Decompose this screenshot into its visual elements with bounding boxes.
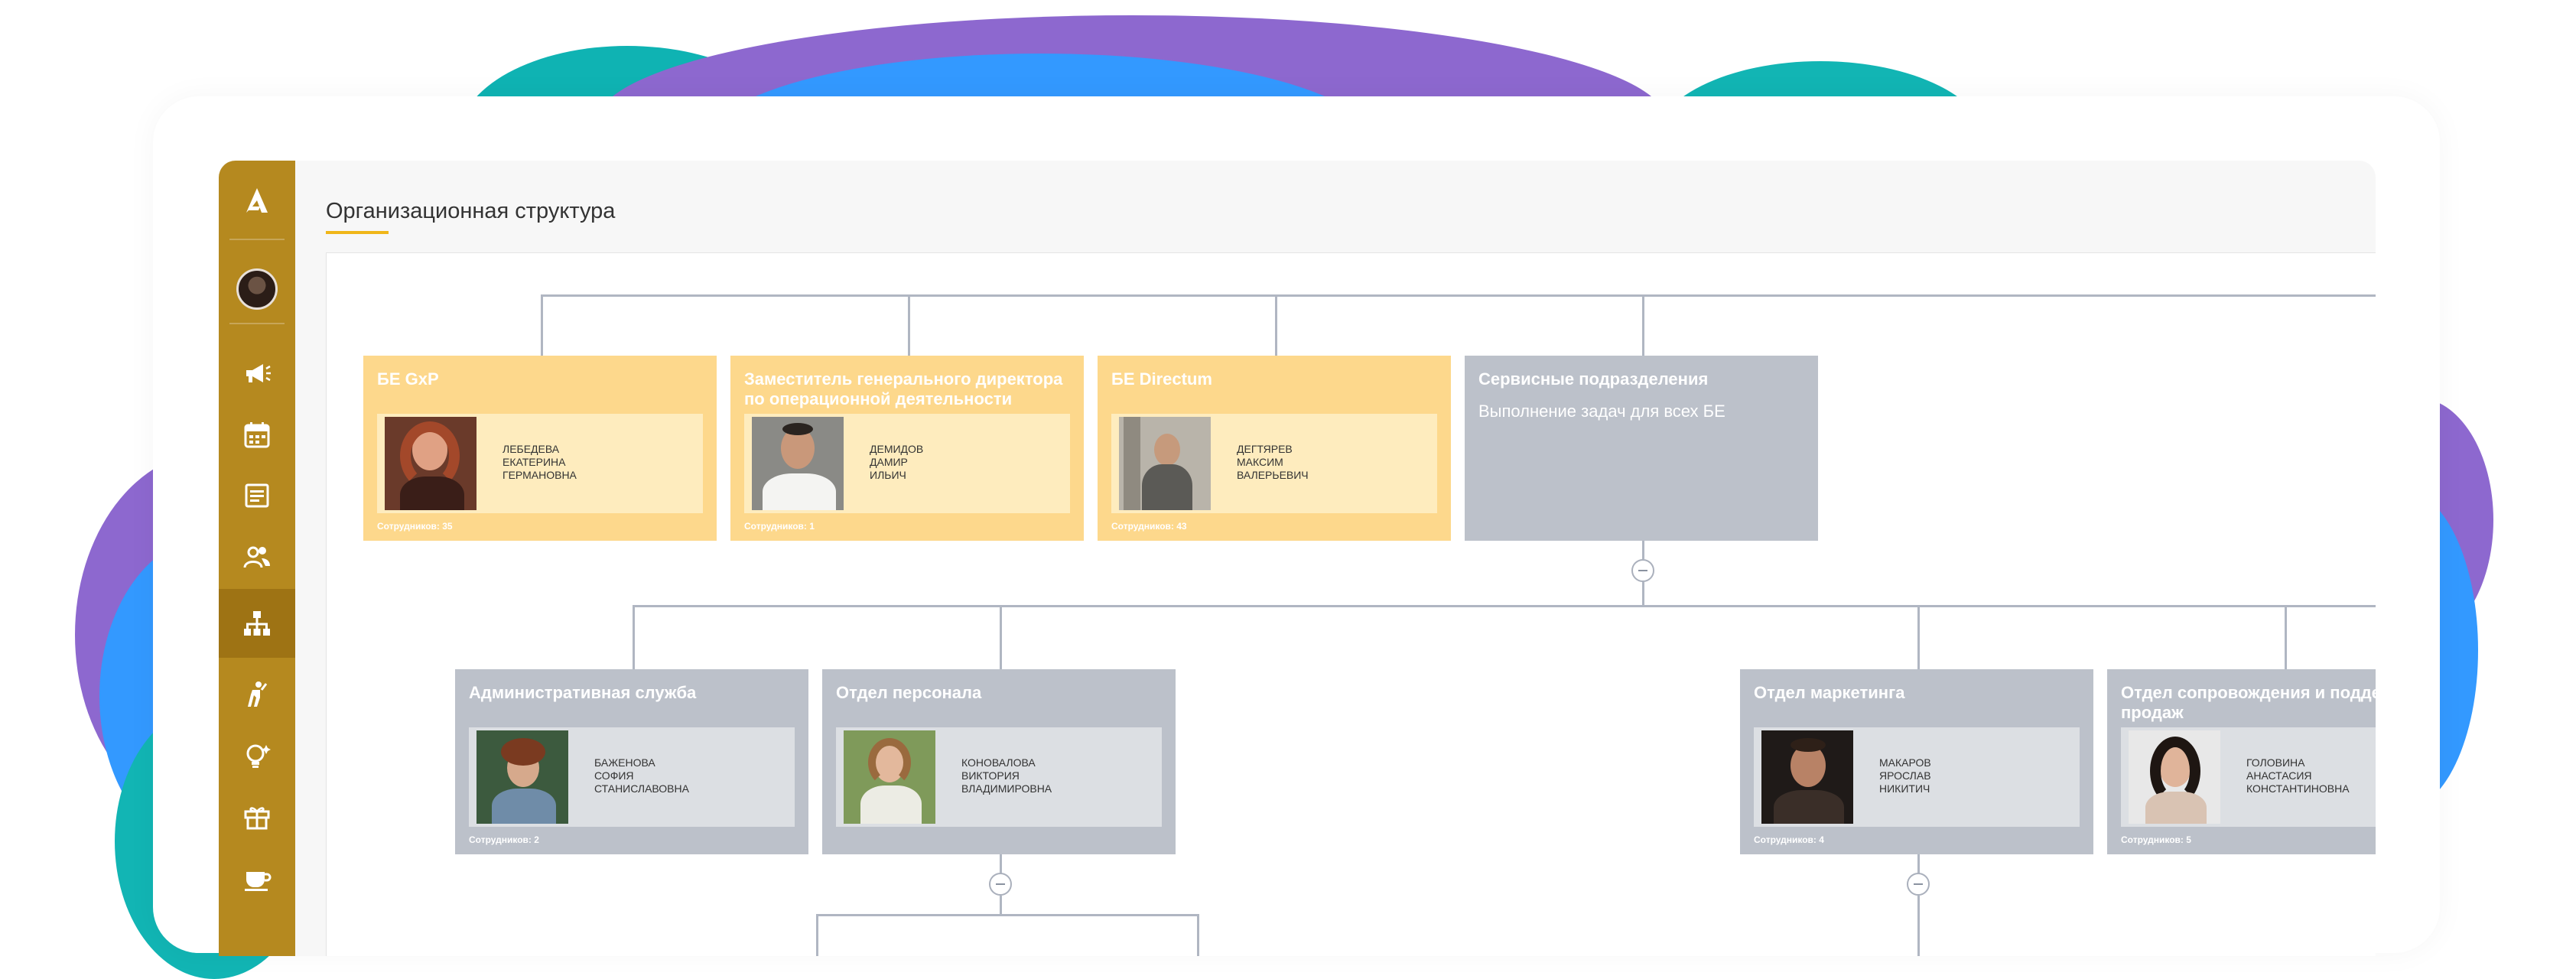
connector-line bbox=[816, 914, 1199, 916]
person-photo bbox=[1119, 417, 1211, 510]
person-name: ДЕГТЯРЕВ МАКСИМ ВАЛЕРЬЕВИЧ bbox=[1237, 443, 1309, 481]
idea-bulb-icon bbox=[246, 744, 271, 768]
person-photo bbox=[752, 417, 844, 510]
sidebar-item-ideas[interactable] bbox=[219, 727, 295, 785]
connector-line bbox=[1197, 914, 1199, 956]
person-photo bbox=[1761, 730, 1853, 824]
sidebar-divider bbox=[229, 239, 285, 240]
card-head-person[interactable]: ДЕГТЯРЕВ МАКСИМ ВАЛЕРЬЕВИЧ bbox=[1111, 414, 1437, 513]
sidebar-item-documents[interactable] bbox=[219, 467, 295, 525]
org-chart-canvas[interactable]: БЕ GxP ЛЕБЕДЕВА ЕКАТЕРИНА ГЕРМАНОВНА Сот… bbox=[326, 252, 2376, 956]
connector-line bbox=[1642, 541, 1644, 559]
employee-count: Сотрудников: 35 bbox=[377, 521, 453, 532]
sidebar-item-calendar[interactable] bbox=[219, 405, 295, 463]
connector-line bbox=[541, 294, 543, 356]
main-content: Организационная структура БЕ GxP bbox=[295, 161, 2376, 956]
card-head-person[interactable]: ГОЛОВИНА АНАСТАСИЯ КОНСТАНТИНОВНА bbox=[2121, 727, 2376, 827]
collapse-toggle[interactable] bbox=[1907, 873, 1930, 896]
connector-line bbox=[541, 294, 2376, 297]
connector-line bbox=[908, 294, 910, 356]
sidebar-item-news[interactable] bbox=[219, 344, 295, 402]
card-head-person[interactable]: БАЖЕНОВА СОФИЯ СТАНИСЛАВОВНА bbox=[469, 727, 795, 827]
connector-line bbox=[816, 914, 818, 956]
person-photo bbox=[476, 730, 568, 824]
card-title: БЕ GxP bbox=[377, 369, 439, 389]
person-photo bbox=[2129, 730, 2220, 824]
sidebar-item-org-structure[interactable] bbox=[219, 589, 295, 658]
org-card-deputy-director[interactable]: Заместитель генерального директора по оп… bbox=[730, 356, 1084, 541]
person-name: МАКАРОВ ЯРОСЛАВ НИКИТИЧ bbox=[1879, 756, 1931, 795]
org-card-be-directum[interactable]: БЕ Directum ДЕГТЯРЕВ МАКСИМ ВАЛЕРЬЕВИЧ С… bbox=[1098, 356, 1451, 541]
employee-count: Сотрудников: 5 bbox=[2121, 834, 2191, 845]
connector-line bbox=[1000, 605, 1002, 669]
document-icon bbox=[245, 483, 269, 508]
page-title: Организационная структура bbox=[326, 199, 616, 223]
org-card-admin-service[interactable]: Административная служба БАЖЕНОВА СОФИЯ С… bbox=[455, 669, 808, 854]
connector-line bbox=[633, 605, 2376, 607]
connector-line bbox=[2285, 605, 2287, 669]
employee-count: Сотрудников: 43 bbox=[1111, 521, 1187, 532]
employee-count: Сотрудников: 1 bbox=[744, 521, 815, 532]
org-card-hr-department[interactable]: Отдел персонала КОНОВАЛОВА ВИКТОРИЯ ВЛАД… bbox=[822, 669, 1176, 854]
connector-line bbox=[633, 605, 635, 669]
connector-line bbox=[1917, 896, 1920, 956]
app-window: Организационная структура БЕ GxP bbox=[219, 161, 2376, 956]
connector-line bbox=[1917, 854, 1920, 874]
sidebar-item-employees[interactable] bbox=[219, 528, 295, 586]
connector-line bbox=[1642, 582, 1644, 605]
card-title: Заместитель генерального директора по оп… bbox=[744, 369, 1063, 408]
collapse-toggle[interactable] bbox=[989, 873, 1012, 896]
sidebar-item-coffee[interactable] bbox=[219, 849, 295, 907]
connector-line bbox=[1000, 896, 1002, 914]
org-card-sales-support[interactable]: Отдел сопровождения и поддержки продаж Г… bbox=[2107, 669, 2376, 854]
logo-icon[interactable] bbox=[219, 171, 295, 229]
org-card-marketing[interactable]: Отдел маркетинга МАКАРОВ ЯРОСЛАВ НИКИТИЧ… bbox=[1740, 669, 2093, 854]
sidebar-item-achievements[interactable] bbox=[219, 665, 295, 724]
achievement-icon bbox=[248, 681, 268, 707]
person-photo bbox=[385, 417, 476, 510]
gift-icon bbox=[244, 807, 270, 830]
connector-line bbox=[1000, 854, 1002, 874]
collapse-toggle[interactable] bbox=[1631, 559, 1654, 582]
card-head-person[interactable]: КОНОВАЛОВА ВИКТОРИЯ ВЛАДИМИРОВНА bbox=[836, 727, 1162, 827]
coffee-icon bbox=[245, 872, 272, 891]
card-title: Административная служба bbox=[469, 683, 697, 702]
connector-line bbox=[1917, 605, 1920, 669]
employee-count: Сотрудников: 4 bbox=[1754, 834, 1824, 845]
person-name: ГОЛОВИНА АНАСТАСИЯ КОНСТАНТИНОВНА bbox=[2246, 756, 2350, 795]
card-title: БЕ Directum bbox=[1111, 369, 1212, 389]
org-card-service-units[interactable]: Сервисные подразделения Выполнение задач… bbox=[1465, 356, 1818, 541]
person-name: ЛЕБЕДЕВА ЕКАТЕРИНА ГЕРМАНОВНА bbox=[503, 443, 577, 481]
person-name: ДЕМИДОВ ДАМИР ИЛЬИЧ bbox=[870, 443, 924, 481]
card-description: Выполнение задач для всех БЕ bbox=[1478, 402, 1725, 421]
card-head-person[interactable]: МАКАРОВ ЯРОСЛАВ НИКИТИЧ bbox=[1754, 727, 2080, 827]
card-title: Отдел персонала bbox=[836, 683, 982, 702]
sidebar-item-gifts[interactable] bbox=[219, 788, 295, 846]
person-name: БАЖЕНОВА СОФИЯ СТАНИСЛАВОВНА bbox=[594, 756, 689, 795]
person-name: КОНОВАЛОВА ВИКТОРИЯ ВЛАДИМИРОВНА bbox=[961, 756, 1052, 795]
sidebar-divider bbox=[229, 323, 285, 324]
employee-count: Сотрудников: 2 bbox=[469, 834, 539, 845]
users-icon bbox=[243, 546, 270, 568]
card-head-person[interactable]: ДЕМИДОВ ДАМИР ИЛЬИЧ bbox=[744, 414, 1070, 513]
megaphone-icon bbox=[246, 364, 271, 382]
sidebar bbox=[219, 161, 295, 956]
card-title: Отдел маркетинга bbox=[1754, 683, 1905, 702]
org-structure-icon bbox=[244, 611, 270, 636]
person-photo bbox=[844, 730, 935, 824]
card-title: Отдел сопровождения и поддержки продаж bbox=[2121, 683, 2376, 722]
connector-line bbox=[1642, 294, 1644, 356]
active-tab-indicator bbox=[326, 231, 389, 234]
user-avatar-icon bbox=[236, 268, 278, 310]
card-title: Сервисные подразделения bbox=[1478, 369, 1709, 389]
org-card-be-gxp[interactable]: БЕ GxP ЛЕБЕДЕВА ЕКАТЕРИНА ГЕРМАНОВНА Сот… bbox=[363, 356, 717, 541]
calendar-icon bbox=[244, 422, 270, 448]
card-head-person[interactable]: ЛЕБЕДЕВА ЕКАТЕРИНА ГЕРМАНОВНА bbox=[377, 414, 703, 513]
user-avatar[interactable] bbox=[219, 260, 295, 318]
connector-line bbox=[1275, 294, 1277, 356]
